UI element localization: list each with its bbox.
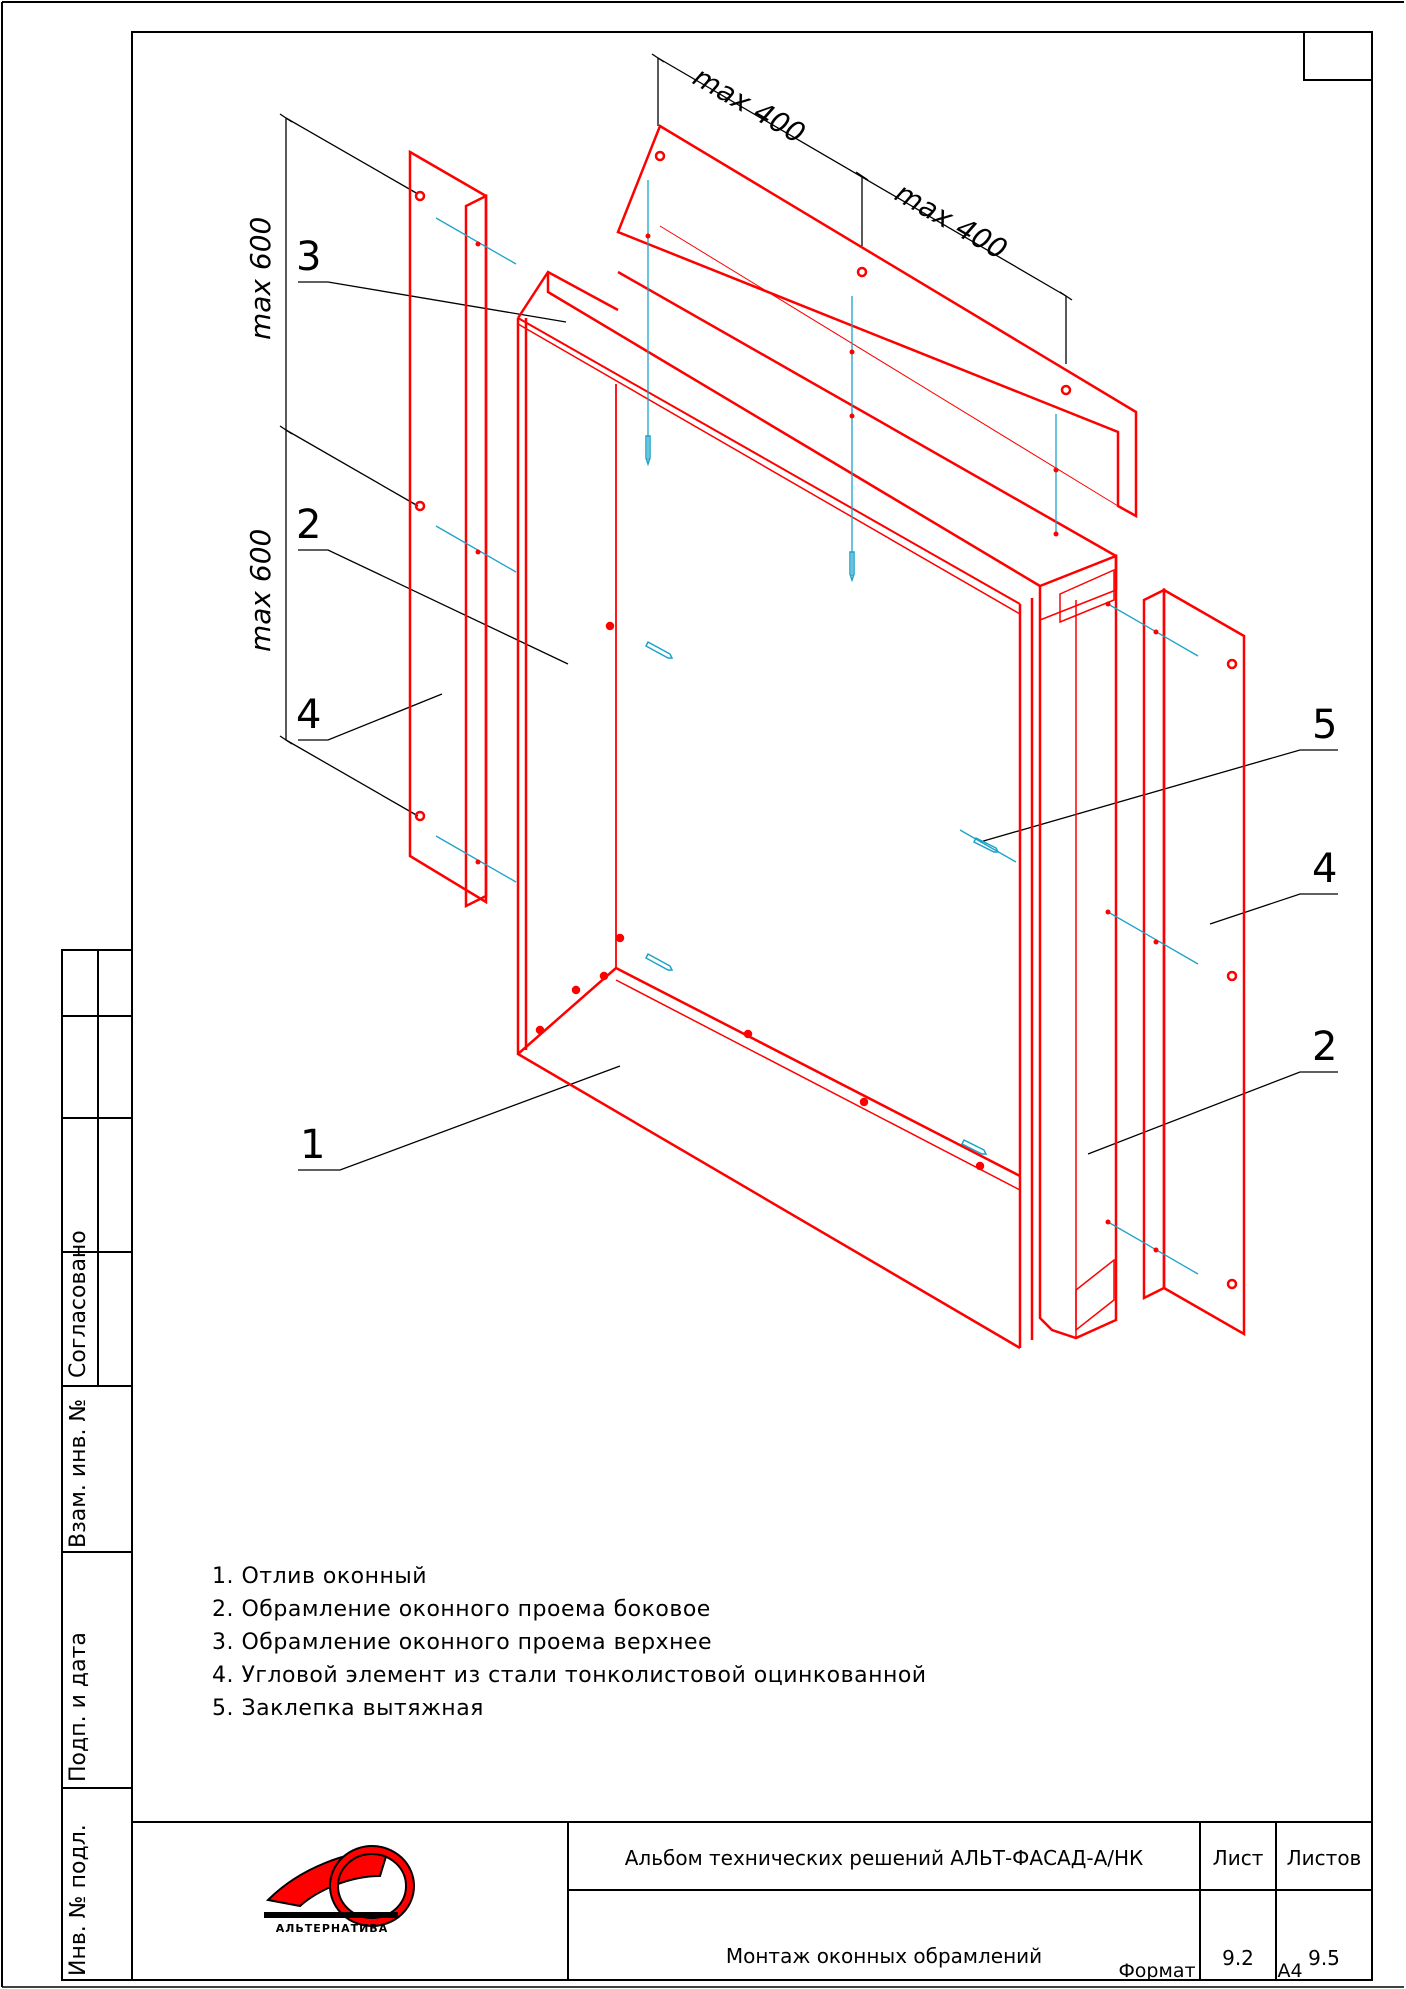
stamp-replace-inv: Взам. инв. № — [66, 1398, 91, 1548]
title-block-grid — [132, 1821, 1372, 1980]
format-value: А4 — [1277, 1960, 1303, 1982]
logo-text: АЛЬТЕРНАТИВА — [275, 1922, 389, 1935]
stamp-orig-inv: Инв. № подл. — [66, 1824, 91, 1976]
legend-item: 1. Отлив оконный — [212, 1564, 428, 1589]
rivets — [645, 435, 1000, 1155]
part-3-top-framing — [616, 124, 1138, 519]
part-2-window-frame — [516, 270, 1118, 1350]
company-logo — [264, 1845, 415, 1927]
callout-3: 3 — [296, 234, 322, 280]
dim-left-lower: max 600 — [244, 528, 277, 652]
legend-item: 3. Обрамление оконного проема верхнее — [212, 1630, 713, 1655]
parts-legend: 1. Отлив оконный 2. Обрамление оконного … — [212, 1560, 927, 1725]
callout-1: 1 — [300, 1122, 326, 1168]
rivet-holes — [475, 233, 1159, 1253]
sheet-value: 9.2 — [1222, 1946, 1254, 1970]
side-stamp-grid — [61, 949, 133, 1981]
rivet-axes — [435, 180, 1199, 1275]
dimension-lines — [279, 53, 1073, 817]
legend-item: 2. Обрамление оконного проема боковое — [212, 1597, 711, 1622]
callout-4-right: 4 — [1312, 846, 1338, 892]
legend-item: 5. Заклепка вытяжная — [212, 1696, 484, 1721]
stamp-agreed: Согласовано — [66, 1230, 91, 1378]
legend-item: 4. Угловой элемент из стали тонколистово… — [212, 1663, 927, 1688]
dim-left-upper: max 600 — [244, 216, 277, 340]
part-4-left-corner — [408, 149, 488, 909]
sheet-label: Лист — [1212, 1846, 1264, 1870]
stamp-sign-date: Подп. и дата — [66, 1632, 91, 1782]
format-label: Формат — [1118, 1960, 1196, 1982]
callout-4-left: 4 — [296, 692, 322, 738]
callout-leaders — [298, 281, 1338, 1171]
callout-2-left: 2 — [296, 502, 322, 548]
sheet-title: Монтаж оконных обрамлений — [725, 1944, 1043, 1968]
album-title: Альбом технических решений АЛЬТ-ФАСАД-А/… — [624, 1846, 1144, 1870]
callout-5: 5 — [1312, 702, 1338, 748]
sheets-label: Листов — [1286, 1846, 1362, 1870]
part-4-right-corner — [1142, 587, 1246, 1337]
sheets-value: 9.5 — [1308, 1946, 1340, 1970]
callout-2-right: 2 — [1312, 1024, 1338, 1070]
